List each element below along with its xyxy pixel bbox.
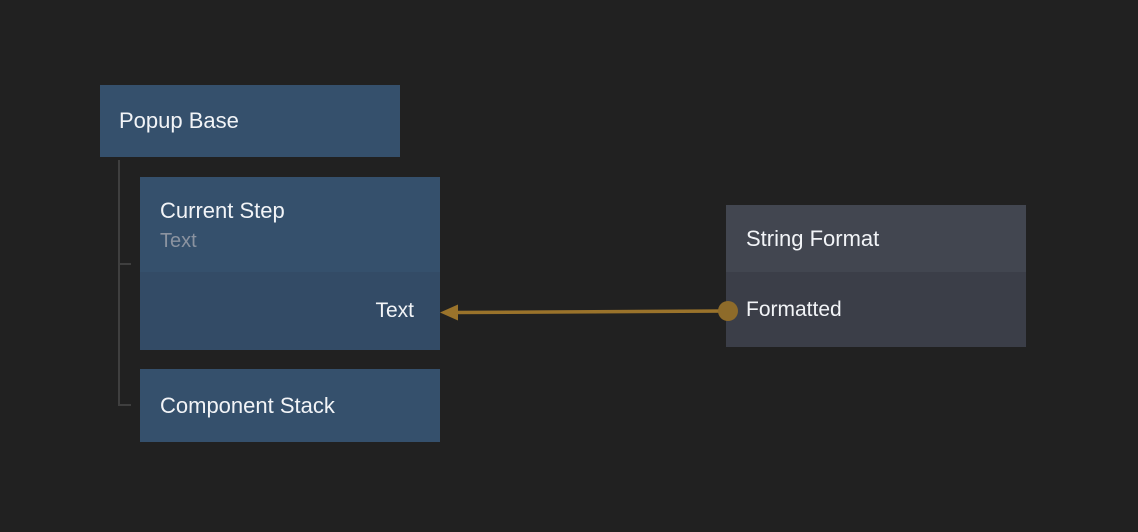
connection-wire[interactable]: [453, 309, 729, 315]
node-subtitle: Text: [160, 230, 197, 252]
tree-branch-line: [118, 160, 120, 406]
node-title: String Format: [746, 225, 880, 251]
output-port-label: Formatted: [746, 297, 842, 321]
tree-branch-tick-child1: [118, 263, 131, 265]
input-port-row-text[interactable]: Text: [140, 272, 440, 350]
input-port-label: Text: [375, 299, 414, 322]
node-component-stack[interactable]: Component Stack: [140, 369, 440, 442]
node-current-step[interactable]: Current Step Text Text: [140, 177, 440, 350]
connection-arrowhead-icon: [440, 304, 458, 321]
node-string-format[interactable]: String Format Formatted: [726, 205, 1026, 347]
node-title: Popup Base: [119, 108, 239, 133]
node-title: Current Step: [160, 198, 285, 223]
node-header[interactable]: Current Step Text: [140, 177, 440, 272]
node-header[interactable]: String Format: [726, 205, 1026, 272]
output-port-row-formatted[interactable]: Formatted: [726, 272, 1026, 347]
tree-branch-tick-child2: [118, 404, 131, 406]
node-popup-base[interactable]: Popup Base: [100, 85, 400, 157]
node-title: Component Stack: [160, 392, 335, 418]
